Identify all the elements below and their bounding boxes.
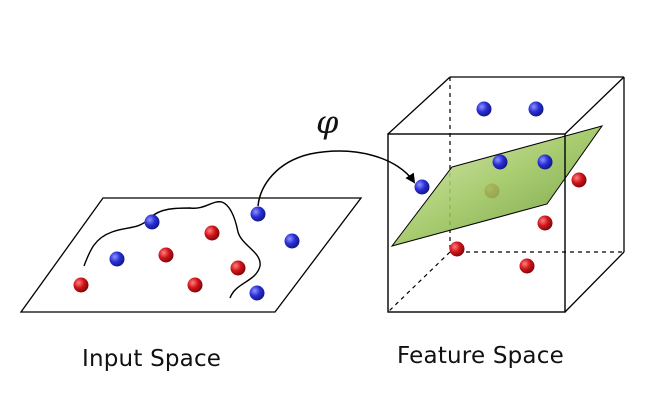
input-point-blue	[284, 233, 300, 249]
mapping-phi-symbol: φ	[316, 103, 339, 141]
input-space-plane	[19, 197, 363, 313]
feature-point-blue	[528, 101, 544, 117]
feature-point-blue	[492, 154, 508, 170]
feature-point-red	[571, 172, 587, 188]
cube-front-face	[387, 133, 566, 313]
feature-point-red	[519, 258, 535, 274]
input-point-red	[73, 277, 89, 293]
input-point-red	[158, 247, 174, 263]
input-point-blue	[249, 285, 265, 301]
input-points	[73, 206, 300, 301]
feature-point-blue	[414, 179, 430, 195]
input-point-red	[230, 260, 246, 276]
feature-space-caption: Feature Space	[397, 343, 564, 369]
feature-point-blue	[537, 154, 553, 170]
input-point-red	[187, 277, 203, 293]
input-point-blue	[250, 206, 266, 222]
nonlinear-decision-boundary	[83, 201, 261, 299]
mapping-arrow	[257, 150, 416, 207]
input-point-blue	[109, 251, 125, 267]
feature-point-red	[449, 241, 465, 257]
input-point-red	[204, 225, 220, 241]
feature-point-red	[537, 215, 553, 231]
input-space-caption: Input Space	[82, 346, 222, 372]
input-point-blue	[144, 214, 160, 230]
feature-point-blue	[476, 101, 492, 117]
feature-points-front	[449, 154, 553, 274]
